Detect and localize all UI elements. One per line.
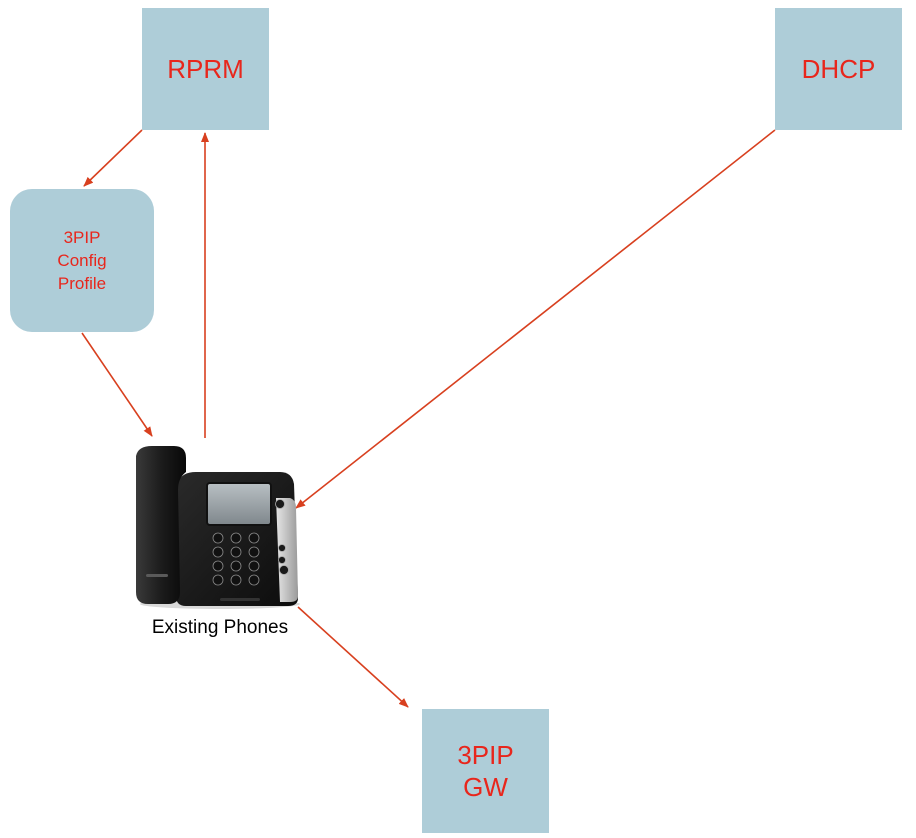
- config-profile-node: 3PIP Config Profile: [10, 189, 154, 332]
- gateway-label-line-1: 3PIP: [457, 740, 514, 770]
- arrow-profile-to-phone: [81, 332, 153, 437]
- arrow-rprm-to-profile: [83, 129, 143, 187]
- profile-label-line-1: 3PIP: [63, 228, 101, 247]
- desk-phone-icon: [136, 446, 300, 609]
- phone-label: Existing Phones: [151, 617, 289, 638]
- gateway-node: 3PIP GW: [422, 709, 549, 833]
- rprm-label: RPRM: [167, 53, 244, 84]
- profile-label-line-3: Profile: [57, 274, 107, 293]
- profile-label-line-2: Config: [57, 251, 107, 270]
- gateway-label-line-2: GW: [463, 772, 508, 802]
- dhcp-node: DHCP: [775, 8, 902, 130]
- arrow-dhcp-to-phone: [295, 129, 776, 509]
- dhcp-label: DHCP: [801, 53, 876, 84]
- arrow-phone-to-gateway: [297, 606, 409, 708]
- rprm-node: RPRM: [142, 8, 269, 130]
